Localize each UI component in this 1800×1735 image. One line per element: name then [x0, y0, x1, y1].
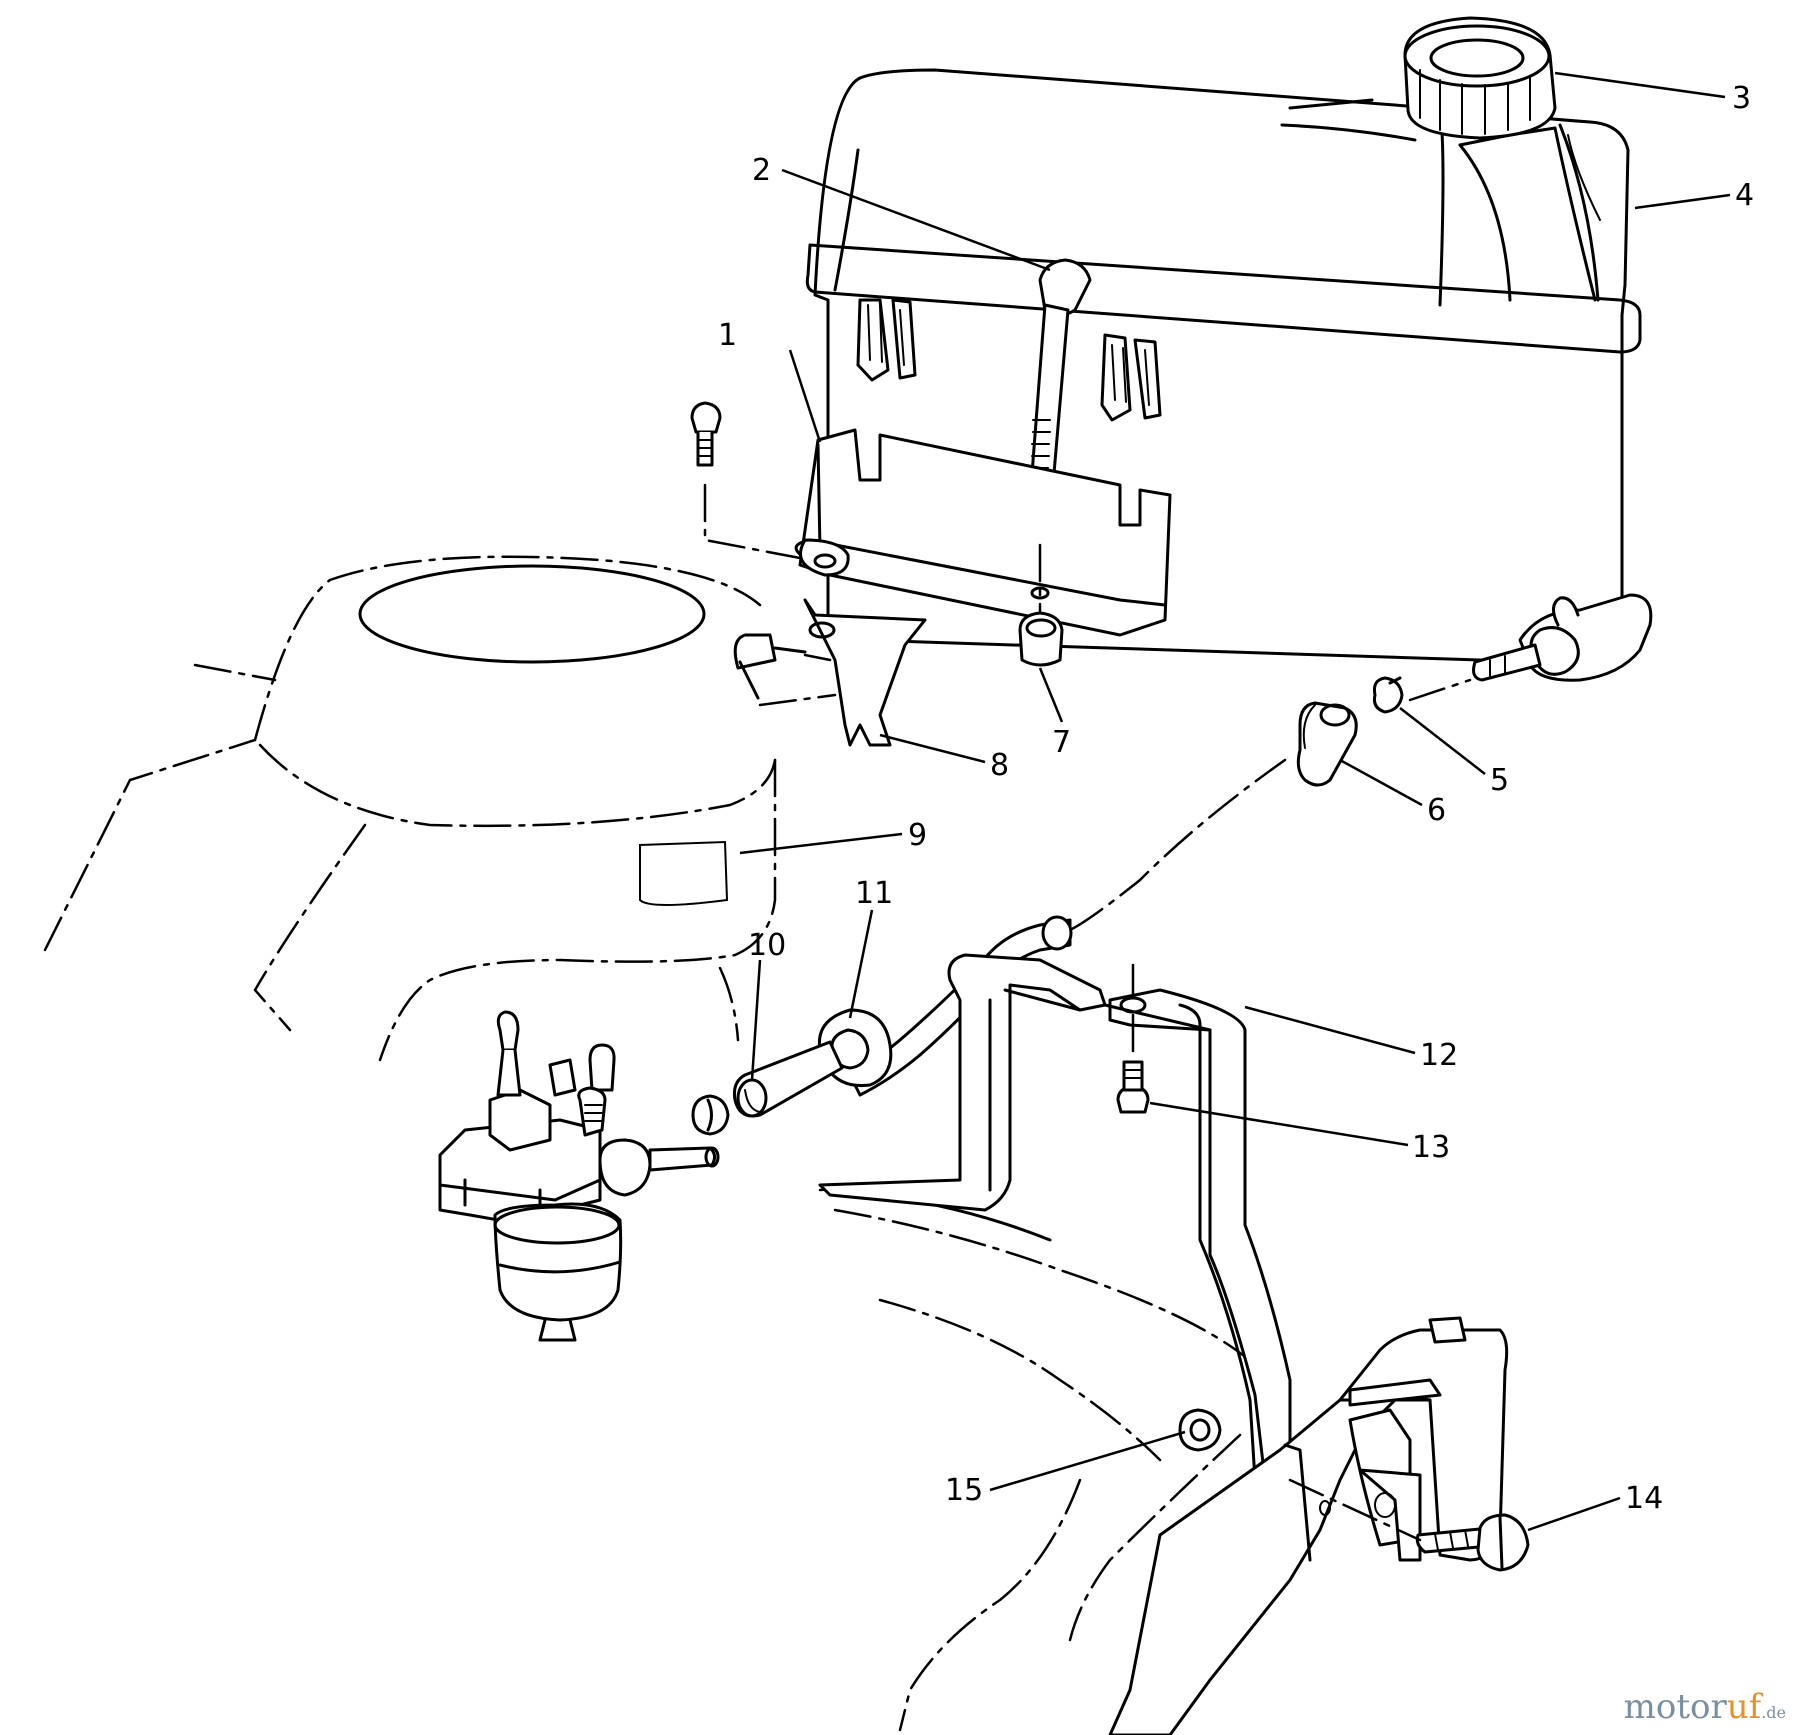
callout-8: 8	[990, 748, 1009, 783]
mount-bracket	[803, 598, 927, 747]
watermark-logo: motoruf.de	[1624, 1687, 1786, 1727]
hose-clamp-upper	[1373, 676, 1472, 714]
callout-5: 5	[1490, 763, 1509, 798]
bolt-upper	[690, 401, 802, 560]
callout-13: 13	[1412, 1130, 1450, 1165]
nut-15	[1178, 1408, 1222, 1452]
callout-7: 7	[1052, 725, 1071, 760]
callout-6: 6	[1427, 793, 1446, 828]
engine-shroud	[43, 555, 777, 1062]
hex-nut	[1018, 543, 1064, 667]
shroud-bolt	[733, 633, 837, 707]
fuel-hose-short	[1296, 701, 1358, 787]
watermark-tld: .de	[1761, 1703, 1786, 1722]
callout-12: 12	[1420, 1038, 1458, 1073]
fuel-filter	[733, 1008, 893, 1118]
leader-lines	[739, 71, 1731, 1532]
callout-9: 9	[908, 818, 927, 853]
callout-2: 2	[752, 153, 771, 188]
callout-3: 3	[1732, 81, 1751, 116]
callout-11: 11	[855, 876, 893, 911]
handle-frame	[1108, 1316, 1509, 1735]
callout-14: 14	[1625, 1481, 1663, 1516]
carburetor	[438, 1010, 720, 1342]
hose-clamp-lower	[691, 1094, 730, 1136]
callout-10: 10	[748, 928, 786, 963]
callout-4: 4	[1735, 178, 1754, 213]
watermark-accent: uf	[1726, 1687, 1762, 1727]
bolt-13	[1116, 1060, 1150, 1114]
callout-15: 15	[945, 1473, 983, 1508]
tank-bracket	[794, 428, 1172, 637]
callout-1: 1	[718, 318, 737, 353]
callout-labels: 1 2 3 4 5 6 7 8 9 10 11 12 13 14 15	[718, 81, 1754, 1516]
hex-bolt-14	[1288, 1478, 1530, 1572]
tank-support-bracket	[818, 953, 1292, 1482]
watermark-main: motor	[1623, 1687, 1727, 1727]
